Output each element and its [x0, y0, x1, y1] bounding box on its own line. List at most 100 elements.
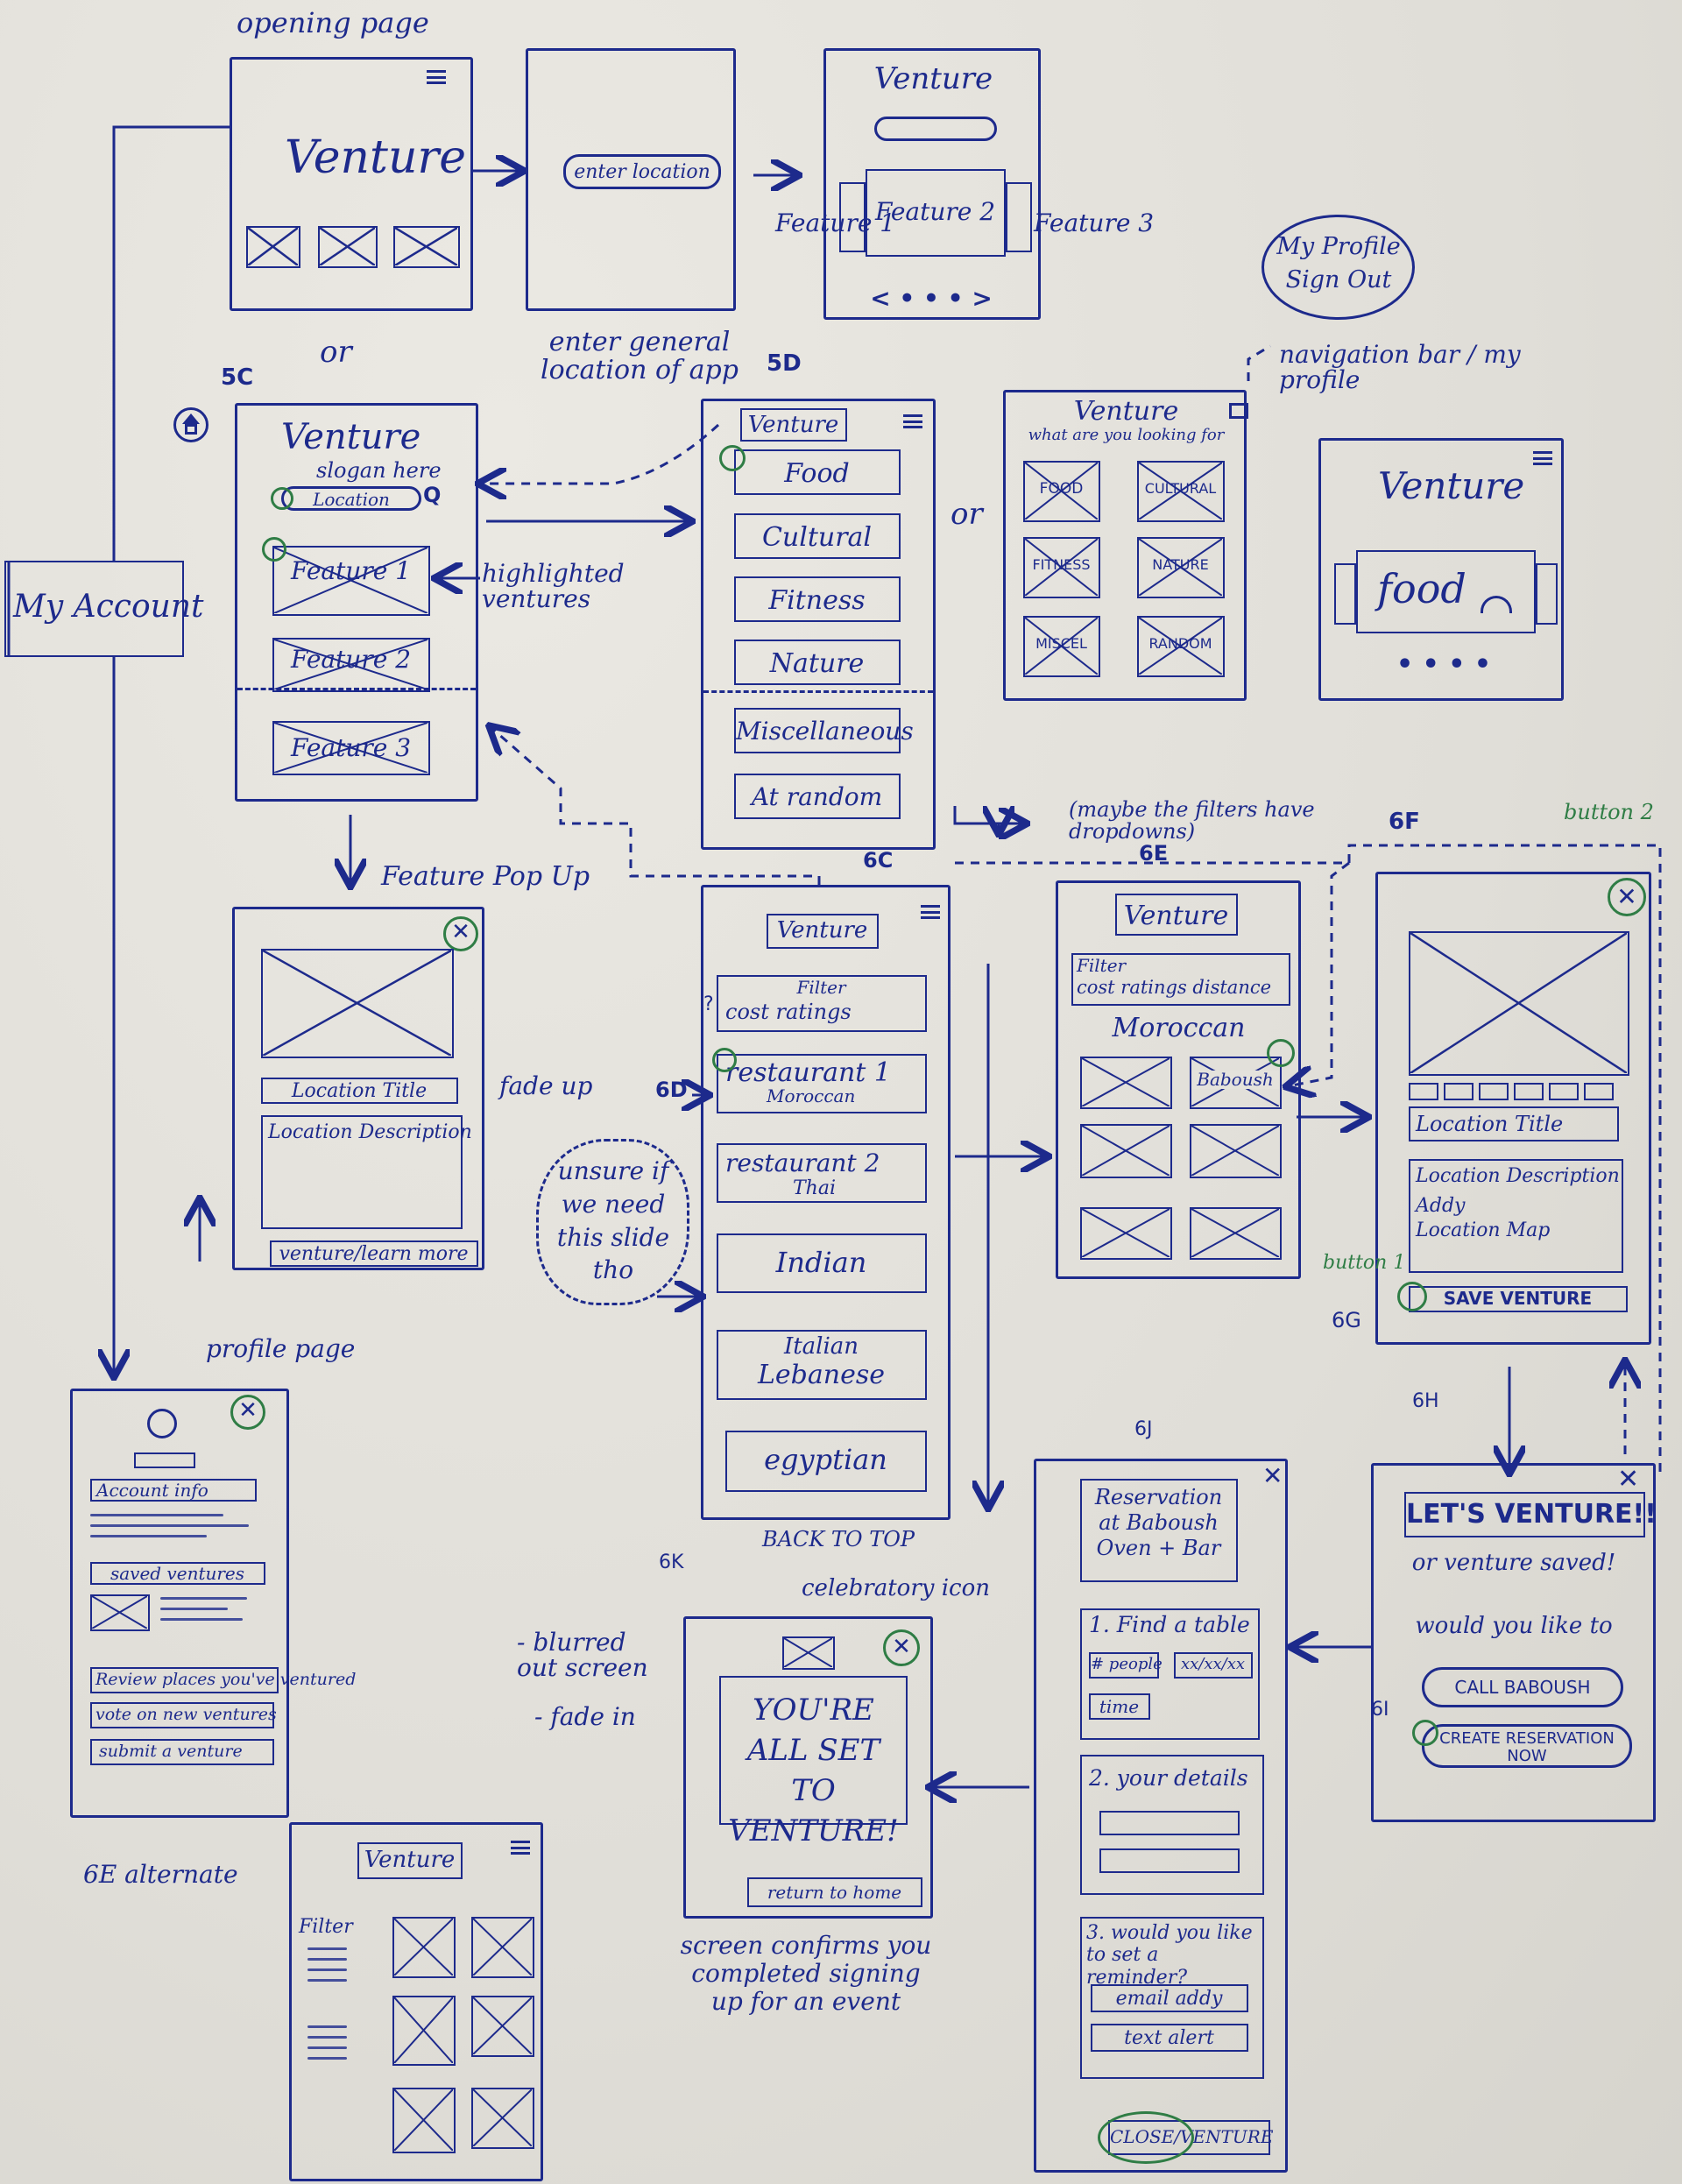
category-tile[interactable]: NATURE: [1137, 537, 1225, 598]
hamburger-icon[interactable]: [1533, 451, 1552, 465]
screen-6j-reservation: ✕ Reservation at Baboush Oven + Bar 1. F…: [1034, 1459, 1288, 2173]
carousel-title: Venture: [1378, 464, 1525, 507]
username-placeholder: [134, 1452, 195, 1468]
name-input[interactable]: [1099, 1811, 1240, 1835]
create-reservation-button[interactable]: CREATE RESERVATION NOW: [1422, 1724, 1632, 1768]
venture-header-logo: Venture: [1115, 894, 1238, 936]
category-tile[interactable]: FITNESS: [1023, 537, 1100, 598]
carousel-dots[interactable]: < • • • >: [870, 284, 993, 313]
thumbnail-strip[interactable]: [1409, 1083, 1614, 1100]
annotation-6f: 6F: [1389, 809, 1420, 835]
search-icon[interactable]: Q: [423, 483, 442, 507]
category-miscellaneous[interactable]: Miscellaneous: [734, 708, 914, 753]
time-dropdown[interactable]: time: [1089, 1693, 1150, 1720]
list-item[interactable]: egyptian: [725, 1431, 927, 1492]
result-tile[interactable]: [392, 1996, 456, 2066]
people-dropdown[interactable]: # people: [1089, 1652, 1163, 1679]
result-tile[interactable]: [471, 1996, 534, 2057]
feature-card-prev[interactable]: [839, 182, 866, 252]
hamburger-icon[interactable]: [921, 905, 940, 919]
category-tile[interactable]: CULTURAL: [1137, 461, 1225, 522]
feature-card-next[interactable]: [1006, 182, 1032, 252]
result-tile[interactable]: [1080, 1207, 1172, 1260]
list-item[interactable]: Italian Lebanese: [717, 1330, 927, 1400]
category-cultural[interactable]: Cultural: [734, 513, 901, 559]
account-info-button[interactable]: Account info: [90, 1479, 257, 1502]
slogan: slogan here: [316, 458, 442, 483]
category-random[interactable]: At random: [734, 774, 901, 819]
carousel-feature-right: Feature 3: [1034, 209, 1155, 237]
close-icon[interactable]: ✕: [1617, 1464, 1640, 1495]
annotation-enter-general: enter general location of app: [541, 327, 739, 385]
saved-ventures-button[interactable]: saved ventures: [90, 1562, 265, 1585]
food-card-prev[interactable]: [1334, 563, 1356, 625]
result-tile[interactable]: [471, 1917, 534, 1978]
close-icon[interactable]: ✕: [1608, 878, 1646, 916]
highlight-marker: [262, 537, 286, 562]
date-dropdown[interactable]: xx/xx/xx: [1174, 1652, 1253, 1679]
food-card-next[interactable]: [1536, 563, 1558, 625]
filter-bar[interactable]: Filter cost ratings distance: [1071, 953, 1290, 1006]
close-icon[interactable]: ✕: [230, 1395, 265, 1430]
annotation-button1: button 1: [1323, 1252, 1406, 1274]
feature-card-main[interactable]: Feature 2: [866, 169, 1006, 257]
feature-card[interactable]: Feature 2: [272, 638, 430, 692]
return-home-button[interactable]: return to home: [747, 1877, 922, 1907]
food-card[interactable]: food: [1356, 550, 1536, 633]
annotation-6e-alternate: 6E alternate: [83, 1860, 238, 1889]
annotation-6j: 6J: [1134, 1418, 1153, 1440]
hamburger-icon[interactable]: [427, 70, 446, 84]
feature-card[interactable]: Feature 3: [272, 721, 430, 775]
submit-venture-link[interactable]: submit a venture: [90, 1739, 274, 1765]
call-button[interactable]: CALL BABOUSH: [1422, 1667, 1623, 1707]
profile-menu-item[interactable]: My Profile: [1276, 233, 1401, 260]
signout-menu-item[interactable]: Sign Out: [1285, 266, 1392, 293]
back-to-top-link[interactable]: BACK TO TOP: [762, 1527, 915, 1551]
screen-food-carousel: Venture food • • • •: [1318, 438, 1564, 701]
enter-location-label: enter location: [574, 161, 710, 183]
annotation-5c: 5C: [221, 364, 254, 391]
my-account-box[interactable]: My Account: [4, 561, 203, 657]
vote-ventures-link[interactable]: vote on new ventures: [90, 1702, 277, 1728]
phone-input[interactable]: [1099, 1848, 1240, 1873]
result-tile[interactable]: [1190, 1124, 1282, 1178]
category-tile[interactable]: RANDOM: [1137, 616, 1225, 677]
menu-icon[interactable]: [1229, 403, 1248, 419]
filter-options[interactable]: [307, 1947, 347, 2067]
enter-location-button[interactable]: enter location: [563, 154, 721, 189]
category-tile[interactable]: FOOD: [1023, 461, 1100, 522]
avatar[interactable]: [147, 1409, 177, 1438]
email-reminder-option[interactable]: email addy: [1091, 1984, 1248, 2012]
category-fitness[interactable]: Fitness: [734, 576, 901, 622]
close-icon[interactable]: ✕: [443, 916, 478, 951]
result-tile[interactable]: [392, 1917, 456, 1978]
search-bar[interactable]: [874, 117, 997, 141]
review-places-link[interactable]: Review places you've ventured: [90, 1667, 356, 1693]
result-tile-baboush[interactable]: Baboush: [1190, 1057, 1282, 1109]
list-item[interactable]: restaurant 2 Thai: [717, 1143, 927, 1203]
text-reminder-option[interactable]: text alert: [1091, 2024, 1248, 2052]
result-tile[interactable]: [471, 2088, 534, 2149]
list-item[interactable]: Indian: [717, 1233, 927, 1293]
home-icon[interactable]: [173, 407, 208, 442]
close-icon[interactable]: ✕: [1262, 1461, 1283, 1490]
list-item[interactable]: restaurant 1 Moroccan: [717, 1054, 927, 1113]
hamburger-icon[interactable]: [511, 1841, 530, 1855]
result-tile[interactable]: [1080, 1124, 1172, 1178]
hamburger-icon[interactable]: [903, 414, 922, 428]
annotation-6d: 6D: [655, 1078, 688, 1102]
category-tile[interactable]: MISCEL: [1023, 616, 1100, 677]
category-nature[interactable]: Nature: [734, 640, 901, 685]
save-venture-button[interactable]: SAVE VENTURE: [1409, 1286, 1628, 1312]
venture-learn-more-button[interactable]: venture/learn more: [270, 1240, 478, 1267]
filter-bar[interactable]: Filter cost ratings: [717, 975, 927, 1032]
carousel-dots[interactable]: • • • •: [1396, 649, 1492, 680]
feature-card[interactable]: Feature 1: [272, 546, 430, 616]
result-tile[interactable]: [1080, 1057, 1172, 1109]
location-search-input[interactable]: Location: [281, 486, 421, 511]
category-food[interactable]: Food: [734, 449, 901, 495]
close-icon[interactable]: ✕: [883, 1629, 920, 1666]
result-tile[interactable]: [1190, 1207, 1282, 1260]
result-tile[interactable]: [392, 2088, 456, 2153]
annotation-6h: 6H: [1412, 1390, 1439, 1412]
